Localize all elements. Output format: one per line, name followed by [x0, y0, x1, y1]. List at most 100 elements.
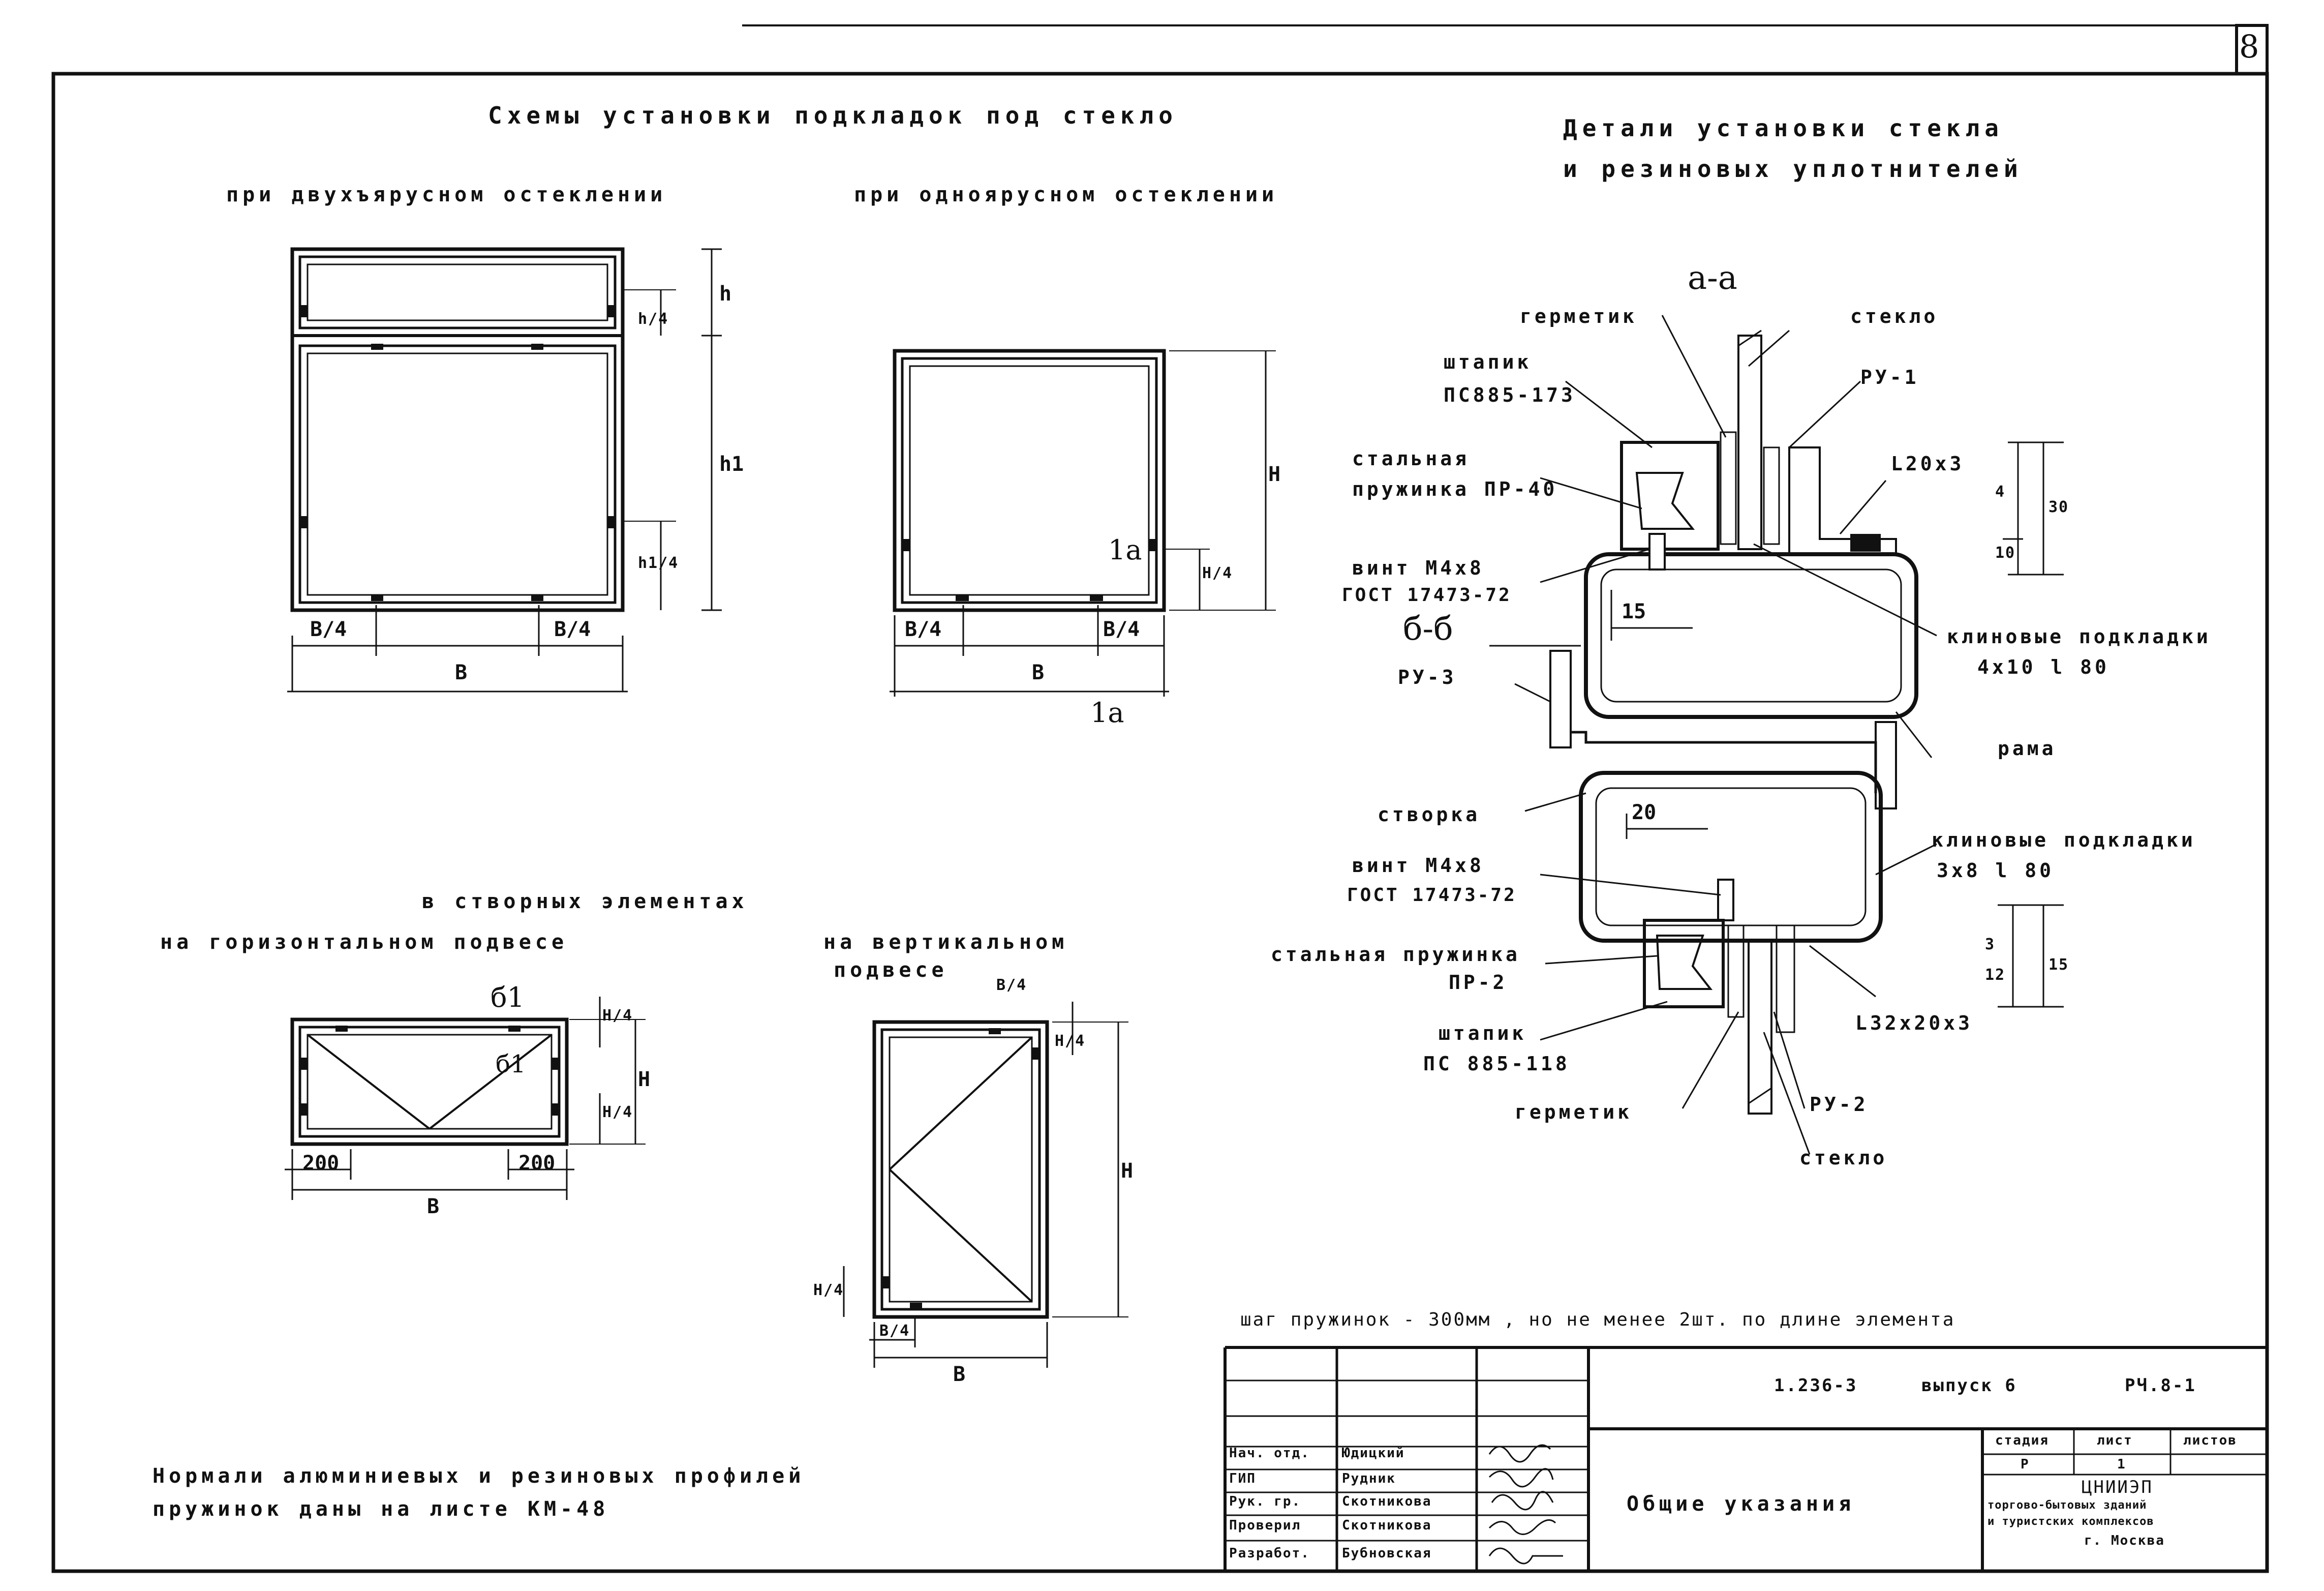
- dim-3: 3: [1985, 936, 1996, 953]
- one-tier-scheme: [890, 349, 1276, 697]
- doc-sheet-code: РЧ.8-1: [2125, 1375, 2196, 1396]
- doc-code: 1.236-3: [1774, 1375, 1858, 1396]
- spring-spacing-note: шаг пружинок - 300мм , но не менее 2шт. …: [1240, 1309, 1955, 1330]
- list-value: 1: [2117, 1457, 2126, 1472]
- details-heading-2: и резиновых уплотнителей: [1563, 155, 2023, 183]
- signature-role: Нач. отд.: [1229, 1446, 1310, 1461]
- label-steklo-top: стекло: [1850, 305, 1939, 327]
- label-stal-2: пружинка ПР-40: [1352, 478, 1558, 500]
- dim-200: 200: [518, 1152, 556, 1175]
- footnote-line-2: пружинок даны на листе КМ-48: [152, 1497, 609, 1521]
- dim-b4: В/4: [996, 976, 1027, 994]
- label-shtapik-bottom: штапик: [1439, 1022, 1527, 1044]
- dim-H4: Н/4: [1055, 1032, 1086, 1050]
- label-stvorka: створка: [1378, 803, 1481, 826]
- footnote-line-1: Нормали алюминиевых и резиновых профилей: [152, 1464, 805, 1488]
- label-steklo-bottom: стекло: [1799, 1147, 1888, 1169]
- label-l32: L32х20х3: [1855, 1012, 1973, 1034]
- label-klin1-size: 4х10 l 80: [1977, 656, 2109, 678]
- org-line-1: торгово-бытовых зданий: [1987, 1499, 2147, 1512]
- label-stal-spring: стальная пружинка: [1271, 943, 1520, 966]
- lists-header: листов: [2183, 1433, 2237, 1448]
- dim-H4: Н/4: [602, 1103, 633, 1121]
- dim-b: В: [427, 1195, 440, 1218]
- dim-b: В: [455, 661, 468, 684]
- signature-name: Скотникова: [1342, 1518, 1432, 1533]
- dim-H: Н: [1268, 463, 1281, 486]
- label-rama: рама: [1998, 737, 2057, 760]
- label-stal-1: стальная: [1352, 447, 1470, 470]
- dim-h14: h1/4: [638, 554, 679, 572]
- section-mark-1a: 1а: [1108, 534, 1142, 566]
- label-pr2: ПР-2: [1449, 971, 1508, 994]
- org-city: г. Москва: [2084, 1533, 2165, 1548]
- dim-b: В: [953, 1363, 966, 1386]
- dim-b: В: [1032, 661, 1045, 684]
- label-germetik-top: герметик: [1520, 305, 1638, 327]
- section-mark-b1: б1: [491, 981, 525, 1013]
- label-vint-bottom: винт М4х8: [1352, 854, 1484, 877]
- profile-detail: [1489, 315, 2064, 1155]
- dim-b4: В/4: [310, 618, 347, 641]
- title-block-lines: [1224, 1346, 2267, 1571]
- signature-name: Юдицкий: [1342, 1446, 1405, 1461]
- signature-role: ГИП: [1229, 1471, 1256, 1486]
- two-tier-scheme: [287, 247, 722, 693]
- label-l20: L20х3: [1891, 453, 1965, 475]
- dim-200: 200: [302, 1152, 340, 1175]
- signature-name: Рудник: [1342, 1471, 1396, 1486]
- organization: ЦНИИЭП: [2082, 1477, 2153, 1497]
- label-germetik-bottom: герметик: [1515, 1101, 1633, 1123]
- dim-15: 15: [1622, 600, 1646, 623]
- label-pc173: ПС885-173: [1444, 384, 1576, 406]
- signature-role: Проверил: [1229, 1518, 1301, 1533]
- signature-name: Скотникова: [1342, 1494, 1432, 1509]
- label-shtapik-top: штапик: [1444, 351, 1532, 373]
- dim-b4: В/4: [879, 1322, 910, 1340]
- list-header: лист: [2097, 1433, 2133, 1448]
- org-line-2: и туристских комплексов: [1987, 1515, 2154, 1528]
- two-tier-heading: при двухъярусном остеклении: [226, 183, 667, 206]
- horizontal-heading: на горизонтальном подвесе: [160, 930, 568, 954]
- horizontal-sash-scheme: [285, 997, 646, 1200]
- dim-H: Н: [1121, 1159, 1134, 1183]
- dim-H: Н: [638, 1068, 651, 1091]
- signature-role: Рук. гр.: [1229, 1494, 1301, 1509]
- section-bb: б-б: [1403, 610, 1453, 648]
- label-vint-top: винт М4х8: [1352, 557, 1484, 579]
- sash-heading: в створных элементах: [422, 890, 748, 913]
- schemes-heading: Схемы установки подкладок под стекло: [488, 102, 1178, 129]
- details-heading-1: Детали установки стекла: [1563, 114, 2004, 142]
- sheet-border: [51, 72, 2269, 1573]
- dim-4: 4: [1995, 483, 2006, 501]
- sheet-number-box: [2235, 24, 2269, 75]
- stage-header: стадия: [1995, 1433, 2049, 1448]
- vertical-sash-scheme: [843, 1002, 1128, 1368]
- dim-H4: Н/4: [602, 1007, 633, 1025]
- signature-role: Разработ.: [1229, 1546, 1310, 1561]
- section-mark-b1: б1: [496, 1050, 526, 1078]
- one-tier-heading: при одноярусном остеклении: [854, 183, 1278, 206]
- dim-H4: Н/4: [1202, 564, 1233, 582]
- dim-12: 12: [1985, 966, 2006, 984]
- label-gost-bottom: ГОСТ 17473-72: [1347, 885, 1517, 906]
- dim-h1: h1: [719, 453, 744, 476]
- section-mark-1a: 1а: [1090, 697, 1124, 729]
- dim-15: 15: [2048, 956, 2069, 974]
- label-ru3: РУ-3: [1398, 666, 1457, 688]
- section-aa: а-а: [1688, 259, 1737, 297]
- dim-b4: В/4: [1103, 618, 1140, 641]
- dim-b4: В/4: [905, 618, 942, 641]
- signature-name: Бубновская: [1342, 1546, 1432, 1561]
- dim-h4: h/4: [638, 310, 669, 328]
- sheet-number: 8: [2239, 28, 2259, 65]
- label-ru2: РУ-2: [1810, 1093, 1869, 1116]
- doc-issue: выпуск 6: [1921, 1375, 2017, 1396]
- label-klin1: клиновые подкладки: [1947, 625, 2211, 648]
- label-klin2: клиновые подкладки: [1932, 829, 2196, 851]
- label-ru1: РУ-1: [1860, 366, 1919, 388]
- dim-30: 30: [2048, 498, 2069, 516]
